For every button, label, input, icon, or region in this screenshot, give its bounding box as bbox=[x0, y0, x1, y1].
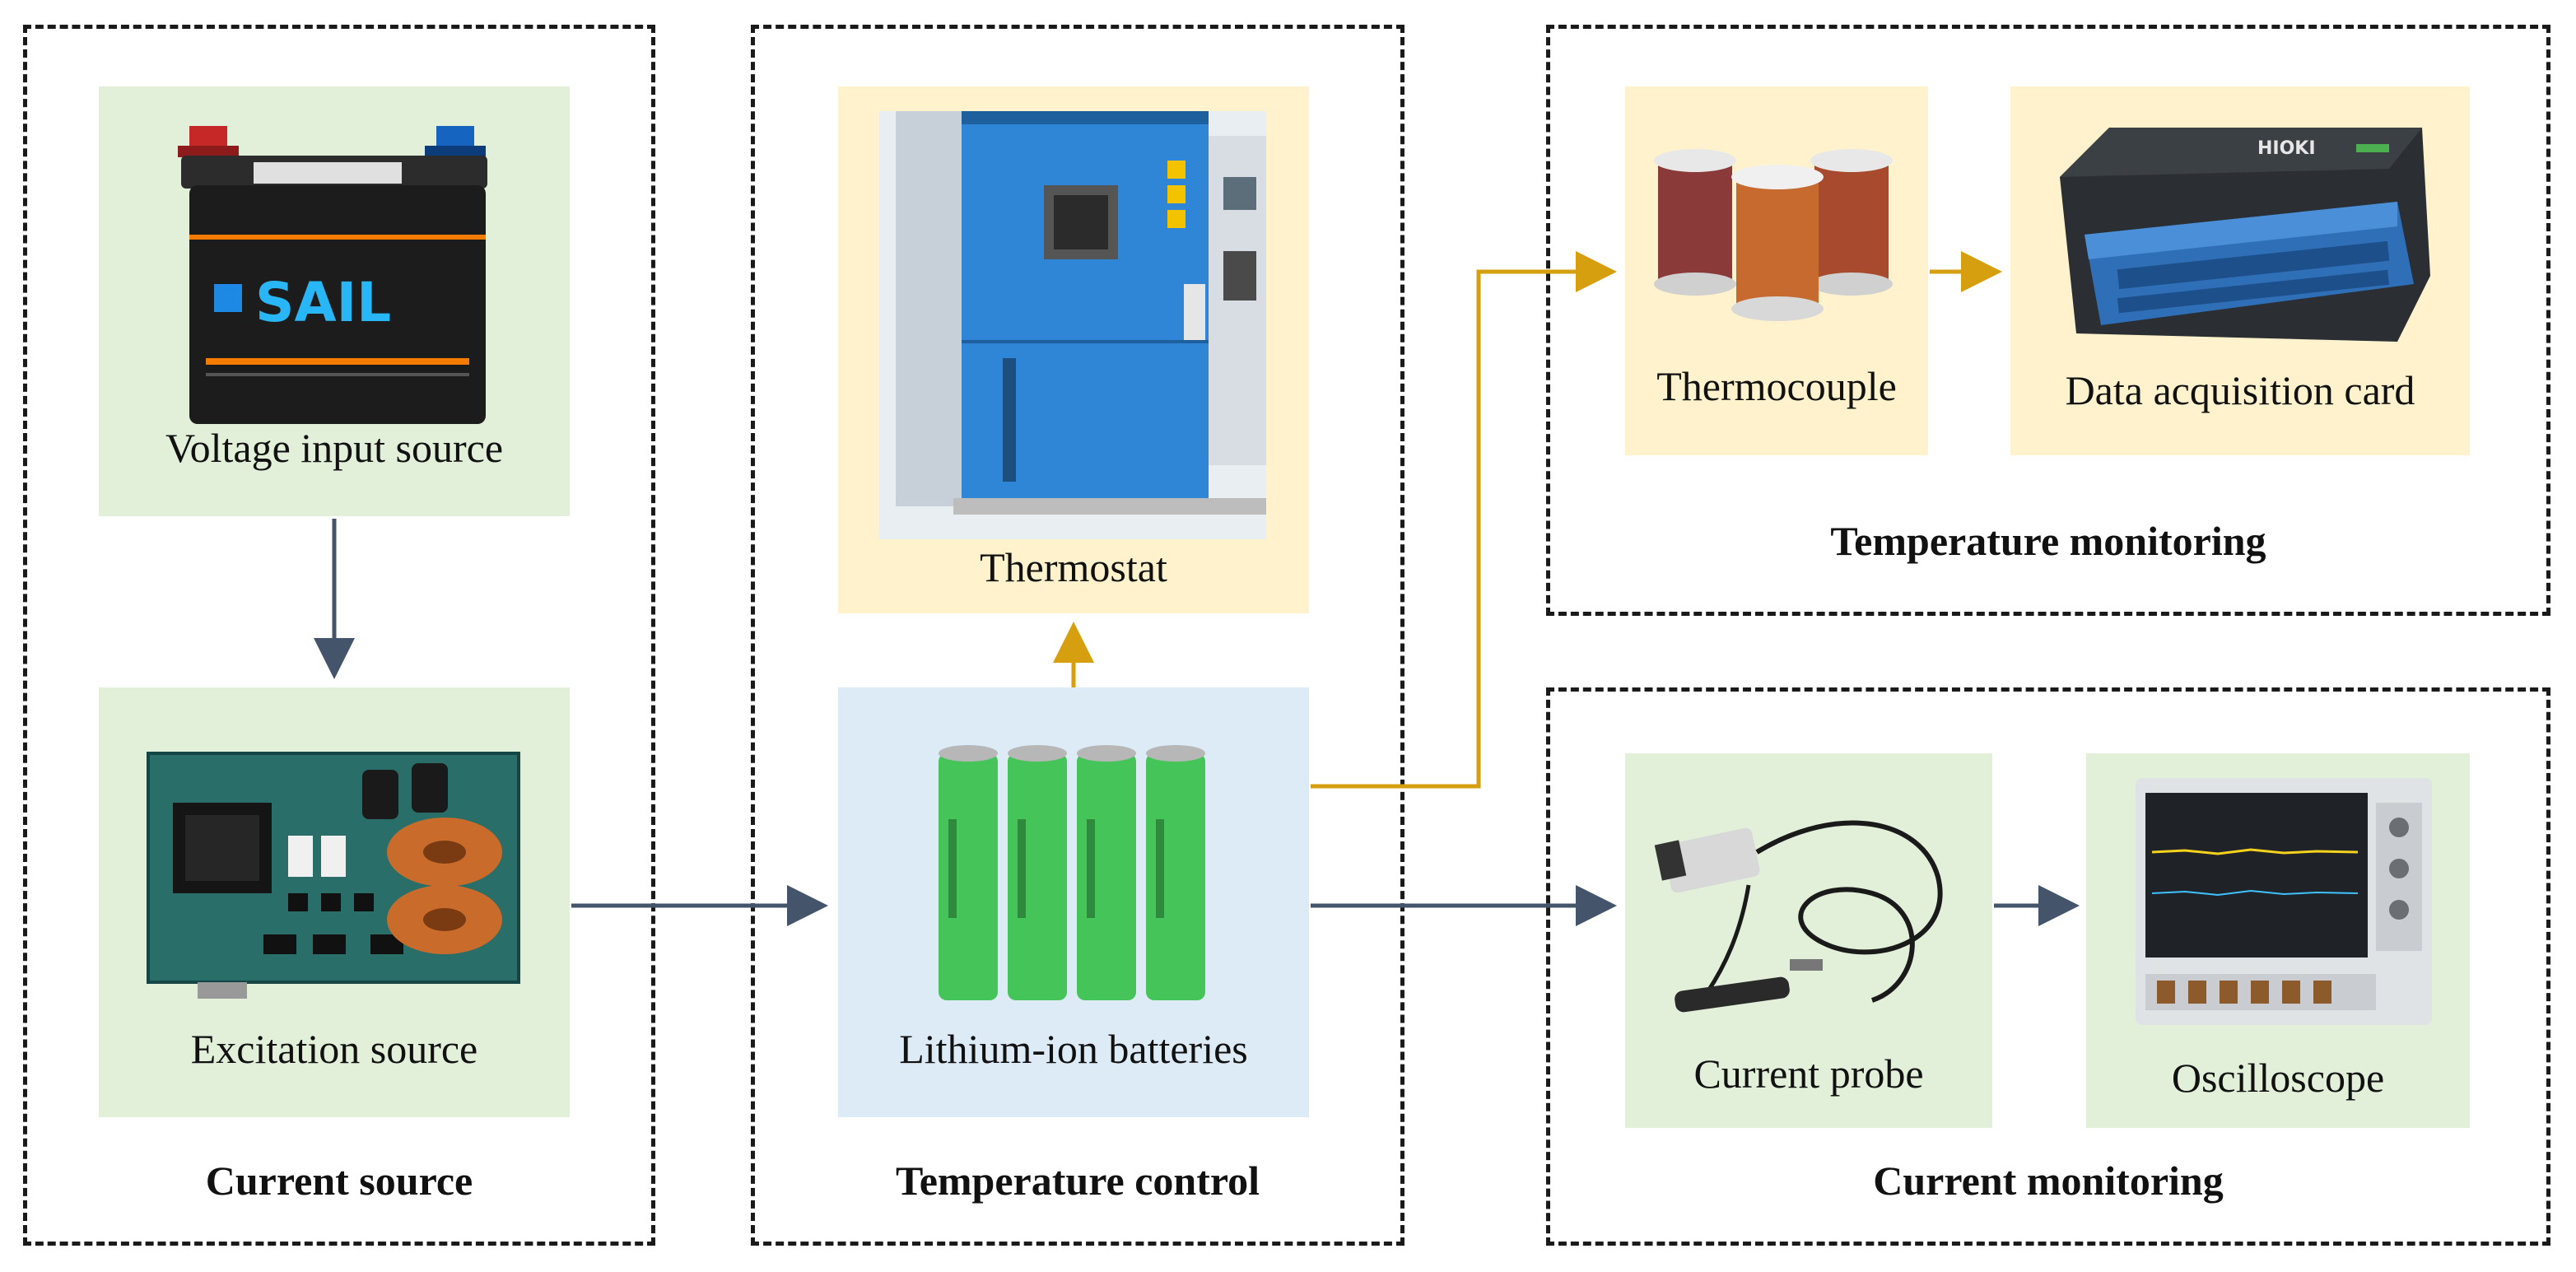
daq-brand-text: HIOKI bbox=[2257, 138, 2316, 159]
thermostat-panel: Thermostat bbox=[838, 86, 1309, 613]
thermocouple-panel: Thermocouple bbox=[1625, 86, 1928, 455]
thermostat-label: Thermostat bbox=[980, 544, 1167, 590]
data-acquisition-card-label: Data acquisition card bbox=[2065, 367, 2415, 413]
group-title-current-source: Current source bbox=[205, 1158, 473, 1204]
group-temperature-monitoring bbox=[1546, 25, 2550, 616]
lithium-ion-batteries-label: Lithium-ion batteries bbox=[899, 1026, 1248, 1072]
battery-cells-icon bbox=[939, 745, 1205, 1000]
group-current-monitoring bbox=[1546, 687, 2550, 1246]
oscilloscope-icon bbox=[2136, 778, 2432, 1025]
current-probe-label: Current probe bbox=[1693, 1051, 1924, 1097]
excitation-source-label: Excitation source bbox=[190, 1026, 478, 1072]
daq-device-icon: HIOKI bbox=[2060, 128, 2430, 342]
arrow-batteries-to-thermocouple bbox=[1311, 251, 1617, 789]
circuit-board-icon bbox=[147, 752, 520, 999]
car-battery-icon: SAIL bbox=[178, 126, 487, 424]
excitation-source-panel: Excitation source bbox=[99, 687, 570, 1117]
group-temperature-control bbox=[751, 25, 1404, 1246]
thermocouple-label: Thermocouple bbox=[1656, 363, 1897, 409]
lithium-ion-batteries-panel: Lithium-ion batteries bbox=[838, 687, 1309, 1117]
group-current-source bbox=[23, 25, 655, 1246]
voltage-input-source-label: Voltage input source bbox=[165, 425, 504, 471]
group-title-temperature-monitoring: Temperature monitoring bbox=[1830, 518, 2266, 564]
group-title-temperature-control: Temperature control bbox=[895, 1158, 1260, 1204]
thermocouple-spools-icon bbox=[1654, 149, 1893, 321]
group-title-current-monitoring: Current monitoring bbox=[1873, 1158, 2224, 1204]
voltage-input-source-panel: SAIL Voltage input source bbox=[99, 86, 570, 516]
current-probe-panel: Current probe bbox=[1625, 753, 1992, 1128]
oscilloscope-label: Oscilloscope bbox=[2171, 1055, 2385, 1101]
thermostat-chamber-icon bbox=[879, 111, 1266, 539]
data-acquisition-card-panel: HIOKI Data acquisition card bbox=[2010, 86, 2470, 455]
battery-brand-text: SAIL bbox=[255, 271, 391, 334]
oscilloscope-panel: Oscilloscope bbox=[2086, 753, 2470, 1128]
current-probe-icon bbox=[1654, 820, 1943, 1013]
